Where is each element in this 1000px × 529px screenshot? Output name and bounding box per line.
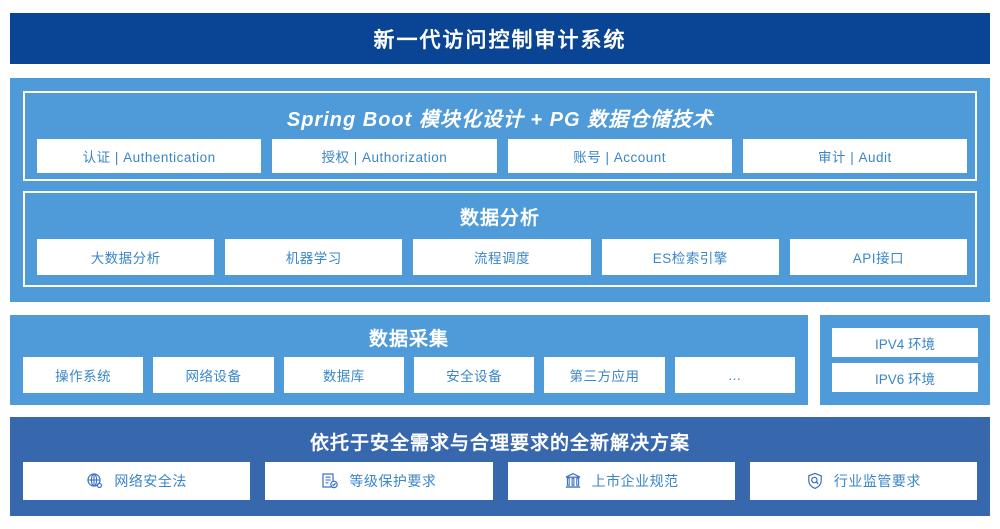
page-header: 新一代访问控制审计系统 [10, 13, 990, 64]
environment-item-ipv4[interactable]: IPV4 环境 [832, 328, 978, 357]
solution-item-label: 等级保护要求 [349, 473, 437, 489]
springboot-item-authentication[interactable]: 认证 | Authentication [37, 139, 262, 173]
platform-stack-panel: Spring Boot 模块化设计 + PG 数据仓储技术 认证 | Authe… [10, 78, 990, 302]
springboot-group-title: Spring Boot 模块化设计 + PG 数据仓储技术 [286, 109, 714, 131]
springboot-item-authorization[interactable]: 授权 | Authorization [272, 139, 497, 173]
globe-network-icon [86, 472, 104, 490]
collection-item-more[interactable]: … [674, 357, 795, 393]
solution-item-label: 行业监管要求 [833, 473, 921, 489]
data-analysis-group: 数据分析 大数据分析 机器学习 流程调度 ES检索引擎 API接口 [23, 191, 977, 287]
collection-item-network-device[interactable]: 网络设备 [153, 357, 274, 393]
solution-item-row: 网络安全法 等级保护要求 [23, 462, 977, 500]
data-analysis-group-title: 数据分析 [459, 208, 540, 229]
analysis-item-process-scheduling[interactable]: 流程调度 [413, 239, 591, 275]
collection-item-operating-system[interactable]: 操作系统 [23, 357, 144, 393]
data-collection-title: 数据采集 [368, 329, 449, 350]
data-collection-item-row: 操作系统 网络设备 数据库 安全设备 第三方应用 … [23, 357, 795, 393]
solution-title: 依托于安全需求与合理要求的全新解决方案 [309, 433, 690, 454]
collection-item-database[interactable]: 数据库 [283, 357, 404, 393]
collection-item-third-party-app[interactable]: 第三方应用 [544, 357, 665, 393]
solution-item-cybersecurity-law[interactable]: 网络安全法 [23, 462, 251, 500]
analysis-item-bigdata[interactable]: 大数据分析 [37, 239, 215, 275]
document-check-icon [321, 472, 339, 490]
shield-search-icon [806, 472, 824, 490]
springboot-group: Spring Boot 模块化设计 + PG 数据仓储技术 认证 | Authe… [23, 91, 977, 181]
analysis-item-api[interactable]: API接口 [789, 239, 968, 275]
solution-item-listed-company-standard[interactable]: 上市企业规范 [507, 462, 735, 500]
bank-building-icon [564, 472, 582, 490]
environment-item-ipv6[interactable]: IPV6 环境 [832, 363, 978, 392]
data-analysis-item-row: 大数据分析 机器学习 流程调度 ES检索引擎 API接口 [37, 239, 968, 275]
springboot-item-row: 认证 | Authentication 授权 | Authorization 账… [37, 139, 967, 173]
springboot-item-audit[interactable]: 审计 | Audit [742, 139, 967, 173]
solution-panel: 依托于安全需求与合理要求的全新解决方案 网络安全法 [10, 417, 990, 516]
solution-item-industry-supervision[interactable]: 行业监管要求 [749, 462, 977, 500]
data-collection-panel: 数据采集 操作系统 网络设备 数据库 安全设备 第三方应用 … [10, 315, 808, 405]
solution-item-label: 上市企业规范 [591, 473, 679, 489]
solution-item-classified-protection[interactable]: 等级保护要求 [265, 462, 493, 500]
collection-item-security-device[interactable]: 安全设备 [413, 357, 535, 393]
ip-environment-panel: IPV4 环境 IPV6 环境 [820, 315, 990, 405]
solution-item-label: 网络安全法 [114, 473, 187, 489]
analysis-item-machine-learning[interactable]: 机器学习 [225, 239, 403, 275]
analysis-item-es-search-engine[interactable]: ES检索引擎 [601, 239, 779, 275]
springboot-item-account[interactable]: 账号 | Account [507, 139, 732, 173]
page-title: 新一代访问控制审计系统 [373, 28, 627, 52]
